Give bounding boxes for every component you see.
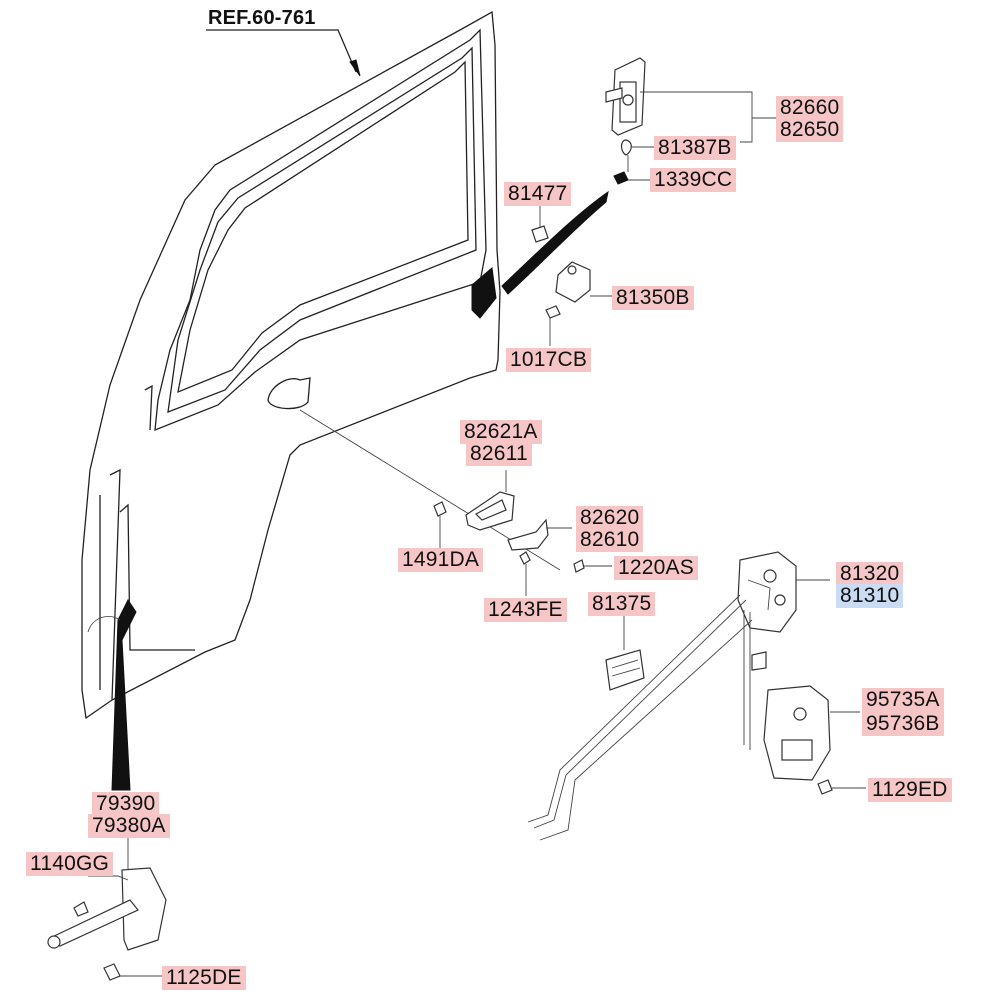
- part-label-1491DA[interactable]: 1491DA: [398, 548, 484, 572]
- part-label-82620[interactable]: 82620: [576, 506, 644, 530]
- part-label-81387B[interactable]: 81387B: [654, 136, 736, 160]
- part-label-81350B[interactable]: 81350B: [612, 286, 694, 310]
- part-label-1243FE[interactable]: 1243FE: [484, 598, 567, 622]
- part-label-82621A[interactable]: 82621A: [460, 420, 542, 444]
- part-label-81477[interactable]: 81477: [504, 182, 572, 206]
- door-latch-81320: [527, 551, 830, 841]
- part-label-82660[interactable]: 82660: [776, 96, 844, 120]
- part-label-82611[interactable]: 82611: [466, 442, 532, 466]
- part-label-95736B[interactable]: 95736B: [862, 712, 944, 736]
- outside-handle-part: [605, 57, 780, 185]
- part-label-79390[interactable]: 79390: [92, 792, 160, 816]
- reference-label[interactable]: REF.60-761: [208, 7, 316, 29]
- part-label-1339CC[interactable]: 1339CC: [650, 168, 737, 192]
- ref-leader: [206, 29, 361, 77]
- part-label-1129ED[interactable]: 1129ED: [868, 778, 952, 802]
- part-label-1017CB[interactable]: 1017CB: [506, 348, 592, 372]
- bolt-81477: [531, 205, 549, 243]
- part-label-95735A[interactable]: 95735A: [862, 688, 944, 712]
- part-label-82650[interactable]: 82650: [776, 118, 844, 142]
- latch-95735A: [763, 685, 866, 795]
- striker-81350B: [545, 261, 612, 346]
- part-label-1140GG[interactable]: 1140GG: [26, 852, 114, 876]
- part-label-79380A[interactable]: 79380A: [88, 814, 170, 838]
- inside-handle-part: [433, 470, 612, 596]
- door-panel: [81, 10, 609, 791]
- part-label-81320[interactable]: 81320: [836, 562, 904, 586]
- part-label-81375[interactable]: 81375: [588, 592, 656, 616]
- door-check-79390: [47, 838, 167, 981]
- part-label-1220AS[interactable]: 1220AS: [614, 556, 698, 580]
- part-label-82610[interactable]: 82610: [576, 528, 644, 552]
- part-label-81310[interactable]: 81310: [836, 584, 904, 608]
- part-label-1125DE[interactable]: 1125DE: [162, 966, 246, 990]
- bracket-81375: [605, 615, 645, 691]
